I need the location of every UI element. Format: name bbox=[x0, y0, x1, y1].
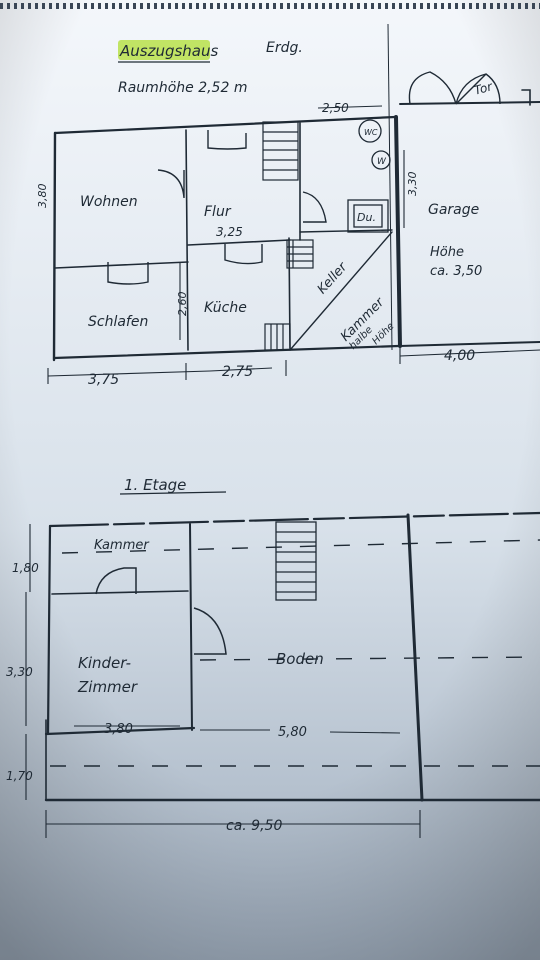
title-ceiling-height: Raumhöhe 2,52 m bbox=[118, 80, 247, 96]
fixture-du: Du. bbox=[357, 211, 376, 224]
ground-floor-dimension-lines bbox=[47, 105, 540, 384]
dim-garage-wall: 3,30 bbox=[406, 172, 419, 197]
room-boden: Boden bbox=[276, 650, 324, 668]
dim-left-height: 3,80 bbox=[36, 184, 49, 209]
dim-bottom-1: 3,75 bbox=[88, 372, 119, 388]
garage-height-label: Höhe bbox=[430, 245, 464, 260]
room-garage: Garage bbox=[428, 202, 479, 218]
fixture-wc: WC bbox=[364, 128, 378, 137]
room-schlafen: Schlafen bbox=[88, 314, 148, 330]
ground-floor-walls bbox=[52, 89, 540, 362]
dim-upper-kinder-width: 3,80 bbox=[104, 722, 133, 737]
dim-upper-boden-width: 5,80 bbox=[278, 725, 307, 740]
dim-upper-h2: 3,30 bbox=[6, 665, 33, 679]
fixture-w: W bbox=[377, 157, 387, 167]
dim-top-garage-gap: 2,50 bbox=[322, 101, 349, 115]
first-floor-stairs bbox=[275, 521, 317, 601]
dim-schlafen-height: 2,60 bbox=[176, 292, 189, 317]
dim-bottom-3: 4,00 bbox=[444, 348, 475, 364]
room-wohnen: Wohnen bbox=[80, 194, 138, 210]
title-floor: Erdg. bbox=[266, 40, 303, 56]
garage-door-tor: Tor bbox=[473, 79, 495, 97]
first-floor-dimension-lines bbox=[25, 524, 421, 838]
first-floor-heading: 1. Etage bbox=[124, 476, 186, 494]
bathroom-fixtures bbox=[347, 119, 391, 233]
garage-height-value: ca. 3,50 bbox=[430, 264, 482, 279]
dim-flur-width: 3,25 bbox=[216, 225, 243, 239]
first-floor-doors bbox=[95, 567, 227, 655]
dim-upper-h1: 1,80 bbox=[12, 561, 39, 575]
title-highlight bbox=[118, 40, 210, 60]
ground-floor-stairs bbox=[262, 121, 314, 351]
title-house: Auszugshaus bbox=[119, 42, 219, 60]
dim-upper-h3: 1,70 bbox=[6, 769, 33, 783]
room-kammer-upper: Kammer bbox=[94, 538, 150, 553]
room-flur: Flur bbox=[204, 204, 232, 220]
first-floor-heading-underline bbox=[119, 491, 227, 495]
room-kinder-line-2: Zimmer bbox=[77, 678, 138, 696]
room-kinder-line-1: Kinder- bbox=[78, 654, 131, 672]
dim-bottom-2: 2,75 bbox=[222, 364, 253, 380]
room-kueche: Küche bbox=[204, 300, 247, 316]
first-floor-dashed-lines bbox=[50, 539, 540, 767]
page-margin-line bbox=[387, 23, 393, 351]
ground-floor-doors bbox=[107, 71, 501, 285]
dim-upper-total: ca. 9,50 bbox=[226, 818, 282, 834]
